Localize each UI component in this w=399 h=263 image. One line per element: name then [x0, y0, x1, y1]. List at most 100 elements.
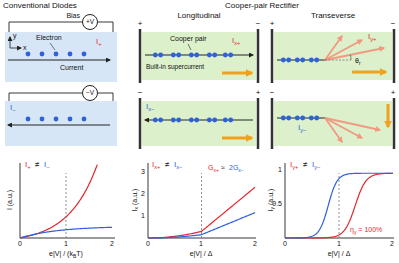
drawing-part [314, 116, 319, 121]
text-part: x [133, 207, 139, 210]
axis-label: e|V| / (kBT) [49, 250, 83, 257]
iv-plot [148, 163, 256, 238]
bias-wire [9, 93, 82, 101]
panel-label: x [23, 44, 27, 51]
text-part: I [232, 36, 234, 45]
superconductor-panel: Ix− [142, 101, 256, 146]
bias-wire [98, 22, 113, 32]
text-part: x+ [154, 164, 160, 170]
iv-plot [20, 163, 115, 238]
text-part: y+ [292, 164, 298, 170]
diode-panel: yxElectronCurrentI+ [5, 32, 117, 82]
drawing-part [189, 53, 194, 58]
drawing-part [40, 52, 45, 57]
curve-label: Iy+ [290, 161, 298, 169]
polarity-sign: − [270, 89, 275, 97]
relation-sign: ≈ [221, 164, 225, 171]
text-part: x− [176, 164, 182, 170]
tick-label: 2 [390, 240, 394, 247]
column-heading: Longitudinal [177, 12, 220, 20]
panel-label: I− [10, 104, 16, 112]
polarity-sign: − [138, 89, 143, 97]
text-part: I [96, 37, 98, 46]
panel-illustration [274, 101, 392, 146]
drawing-part [325, 60, 351, 61]
text-part: r [359, 60, 361, 66]
axis-label: Ix (a.u.) [131, 189, 138, 212]
tick-label: 2 [110, 240, 114, 247]
superconductor-panel: Iy+ θr [274, 32, 392, 80]
drawing-part [145, 44, 253, 73]
drawing-part [8, 125, 110, 126]
bias-label: −V [86, 90, 94, 97]
text-part: I [131, 209, 138, 211]
text-part: θ [355, 57, 359, 64]
drawing-part [325, 118, 380, 130]
drawing-part [8, 117, 110, 125]
drawing-part [158, 53, 163, 58]
drawing-part [68, 52, 73, 57]
panel-label: Ix− [146, 103, 154, 111]
text-part: I [25, 160, 27, 169]
text-part: x+ [234, 40, 240, 46]
tick-label: 0 [146, 240, 150, 247]
drawing-part [194, 118, 199, 123]
bias-label: Bias [66, 12, 80, 19]
tick-label: 1 [141, 212, 145, 219]
panel-illustration [5, 101, 117, 146]
text-part: (a.u.) [131, 189, 138, 207]
panel-label: Cooper pair [170, 35, 207, 42]
drawing-part [325, 48, 384, 60]
curve-label: I+ [25, 161, 31, 169]
drawing-part [228, 118, 233, 123]
text-part: y+ [370, 36, 376, 42]
electrode-plate [393, 98, 396, 149]
curve-label: Ix− [174, 161, 182, 169]
bias-label: +V [86, 19, 94, 26]
efficiency-label: ηy = 100% [350, 226, 382, 233]
electrode-plate [257, 29, 260, 83]
text-part: + [98, 41, 101, 47]
drawing-part [10, 37, 11, 48]
panel-label: Iy+ [368, 33, 376, 41]
text-part: + [27, 164, 30, 170]
bias-source: −V [82, 85, 98, 101]
drawing-part [387, 104, 390, 127]
text-part: y [354, 229, 357, 235]
panel-label: y [13, 32, 17, 39]
text-part: T) [76, 250, 83, 257]
drawing-part [295, 116, 300, 121]
drawing-part [228, 53, 233, 58]
text-part: x− [148, 106, 154, 112]
text-part: x+ [213, 167, 218, 173]
text-part: I [174, 160, 176, 169]
text-part: I [312, 160, 314, 169]
drawing-part [8, 60, 110, 61]
iv-curve [285, 173, 393, 238]
drawing-part [223, 53, 228, 58]
iv-plot [285, 163, 394, 238]
tick-label: 1 [199, 240, 203, 247]
polarity-sign: − [391, 20, 396, 28]
drawing-part [26, 52, 31, 57]
text-part: I [152, 160, 154, 169]
drawing-part [176, 118, 181, 123]
text-part: y− [300, 127, 306, 133]
iv-curve [285, 173, 393, 238]
text-part: G [208, 164, 213, 171]
electrode-plate [271, 29, 274, 83]
relation-sign: ≠ [303, 161, 307, 169]
drawing-part [54, 117, 59, 122]
curve-label: Iy− [312, 161, 320, 169]
drawing-part [194, 53, 199, 58]
bias-wire [98, 93, 113, 101]
text-part: 2G [229, 164, 238, 171]
drawing-part [286, 116, 291, 121]
drawing-part [325, 118, 362, 138]
bias-wire [9, 22, 82, 32]
tick-label: 0 [283, 240, 287, 247]
drawing-part [277, 104, 388, 142]
drawing-part [145, 118, 253, 138]
curve-label: I− [44, 161, 50, 169]
